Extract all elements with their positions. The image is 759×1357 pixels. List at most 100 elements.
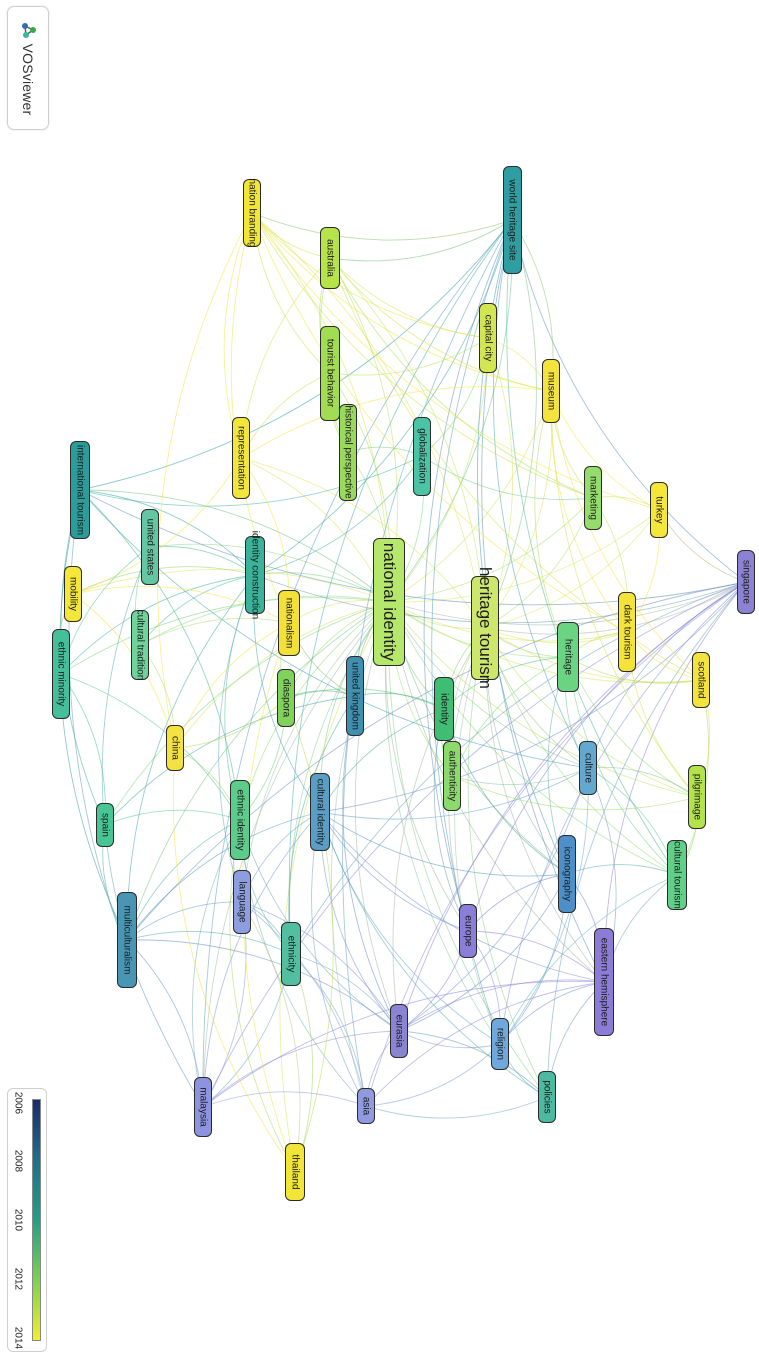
link-heritage-tourism-australia: [329, 257, 486, 629]
link-heritage-authenticity: [451, 656, 569, 777]
node-multiculturalism[interactable]: multiculturalism: [117, 892, 137, 988]
node-world-heritage-site[interactable]: world heritage site: [502, 166, 522, 274]
node-turkey[interactable]: turkey: [650, 482, 668, 538]
node-heritage[interactable]: heritage: [557, 622, 579, 692]
link-singapore-malaysia: [202, 581, 747, 1108]
node-australia[interactable]: australia: [320, 227, 340, 289]
link-asia-religion: [365, 1043, 501, 1107]
node-spain[interactable]: spain: [96, 803, 114, 847]
node-china[interactable]: china: [166, 725, 184, 771]
node-identity[interactable]: identity: [434, 677, 454, 741]
node-label: identity construction: [249, 530, 261, 620]
link-national-identity-marketing: [388, 497, 594, 603]
node-religion[interactable]: religion: [491, 1018, 509, 1070]
link-cultural-identity-culture: [319, 767, 589, 820]
node-language[interactable]: language: [233, 870, 251, 934]
link-national-identity-china: [174, 601, 390, 749]
node-heritage-tourism[interactable]: heritage tourism: [471, 567, 499, 689]
node-mobility[interactable]: mobility: [64, 566, 82, 622]
link-eurasia-culture: [398, 767, 589, 1032]
link-national-identity-international-tourism: [79, 489, 390, 603]
node-label: turkey: [653, 496, 665, 524]
color-legend: 2006 2008 2010 2012 2014: [7, 1088, 47, 1352]
node-cultural-tradition[interactable]: cultural tradition: [131, 610, 149, 680]
link-ethnic-identity-international-tourism: [79, 489, 241, 821]
node-thailand[interactable]: thailand: [285, 1143, 305, 1201]
link-national-identity-dark-tourism: [388, 601, 628, 642]
app-brand-label: VOSviewer: [20, 43, 36, 116]
node-international-tourism[interactable]: international tourism: [70, 441, 90, 539]
node-label: iconography: [561, 846, 573, 902]
link-australia-representation: [240, 257, 331, 459]
node-nation-branding[interactable]: nation branding: [243, 179, 261, 247]
node-ethnicity[interactable]: ethnicity: [281, 922, 301, 986]
node-representation[interactable]: representation: [232, 417, 250, 499]
link-eurasia-europe: [398, 930, 469, 1032]
node-asia[interactable]: asia: [357, 1088, 375, 1124]
link-world-heritage-site-asia: [342, 219, 513, 1107]
node-cultural-identity[interactable]: cultural identity: [310, 773, 330, 851]
node-capital-city[interactable]: capital city: [479, 303, 497, 373]
link-international-tourism-multiculturalism: [59, 489, 128, 941]
link-pilgrimage-culture: [587, 766, 698, 798]
link-national-identity-pilgrimage: [388, 601, 698, 798]
link-globalization-marketing: [421, 455, 594, 500]
node-marketing[interactable]: marketing: [584, 466, 602, 530]
node-europe[interactable]: europe: [459, 904, 477, 958]
node-globalization[interactable]: globalization: [413, 416, 431, 496]
node-tourist-behavior[interactable]: tourist behavior: [320, 325, 340, 421]
link-ethnic-identity-asia: [239, 819, 367, 1107]
legend-gradient-bar: [32, 1099, 41, 1341]
link-heritage-tourism-representation: [240, 457, 486, 629]
node-dark-tourism[interactable]: dark tourism: [618, 592, 636, 672]
node-malaysia[interactable]: malaysia: [194, 1077, 212, 1137]
link-heritage-tourism-turkey: [484, 509, 660, 629]
node-national-identity[interactable]: national identity: [373, 538, 405, 666]
link-united-kingdom-eurasia: [342, 695, 400, 1032]
node-label: historical perspective: [342, 405, 354, 499]
node-museum[interactable]: museum: [542, 359, 560, 423]
node-policies[interactable]: policies: [538, 1071, 556, 1123]
link-authenticity-pilgrimage: [451, 775, 698, 811]
link-national-identity-religion: [384, 601, 501, 1045]
link-identity-construction-united-states: [149, 545, 256, 576]
node-label: culture: [582, 752, 594, 784]
vosviewer-badge[interactable]: VOSviewer: [7, 6, 49, 130]
node-ethnic-minority[interactable]: ethnic minority: [52, 629, 70, 719]
link-cultural-identity-singapore: [319, 581, 747, 813]
node-united-states[interactable]: united states: [141, 509, 159, 585]
link-identity-construction-cultural-tradition: [139, 574, 256, 646]
node-diaspora[interactable]: diaspora: [277, 669, 295, 727]
link-australia-museum: [329, 257, 552, 392]
node-label: tourist behavior: [324, 338, 336, 408]
node-eurasia[interactable]: eurasia: [390, 1004, 408, 1058]
link-nation-branding-marketing: [251, 212, 594, 499]
link-national-identity-cultural-tourism: [388, 601, 678, 876]
node-ethnic-identity[interactable]: ethnic identity: [230, 780, 250, 860]
node-authenticity[interactable]: authenticity: [443, 741, 461, 811]
node-pilgrimage[interactable]: pilgrimage: [688, 765, 706, 829]
node-united-kingdom[interactable]: united kingdom: [346, 656, 364, 736]
node-culture[interactable]: culture: [579, 741, 597, 795]
link-cultural-tourism-iconography: [566, 864, 678, 876]
link-identity-construction-singapore: [254, 574, 747, 624]
link-museum-dark-tourism: [550, 390, 628, 633]
link-eurasia-ethnicity: [290, 953, 400, 1032]
node-cultural-tourism[interactable]: cultural tourism: [667, 840, 687, 910]
node-eastern-hemisphere[interactable]: eastern hemisphere: [594, 928, 614, 1036]
link-ethnic-identity-ethnic-minority: [60, 673, 241, 821]
link-national-identity-turkey: [388, 509, 660, 603]
node-nationalism[interactable]: nationalism: [278, 590, 300, 656]
node-label: world heritage site: [506, 179, 518, 261]
node-scotland[interactable]: scotland: [692, 652, 710, 708]
node-label: cultural tradition: [134, 609, 146, 681]
node-historical-perspective[interactable]: historical perspective: [339, 403, 357, 501]
node-label: europe: [462, 915, 474, 947]
link-heritage-scotland: [567, 656, 702, 684]
node-label: spain: [99, 813, 111, 837]
node-singapore[interactable]: singapore: [737, 550, 755, 614]
node-iconography[interactable]: iconography: [558, 835, 576, 913]
node-identity-construction[interactable]: identity construction: [245, 531, 265, 619]
link-australia-capital-city: [329, 257, 489, 339]
